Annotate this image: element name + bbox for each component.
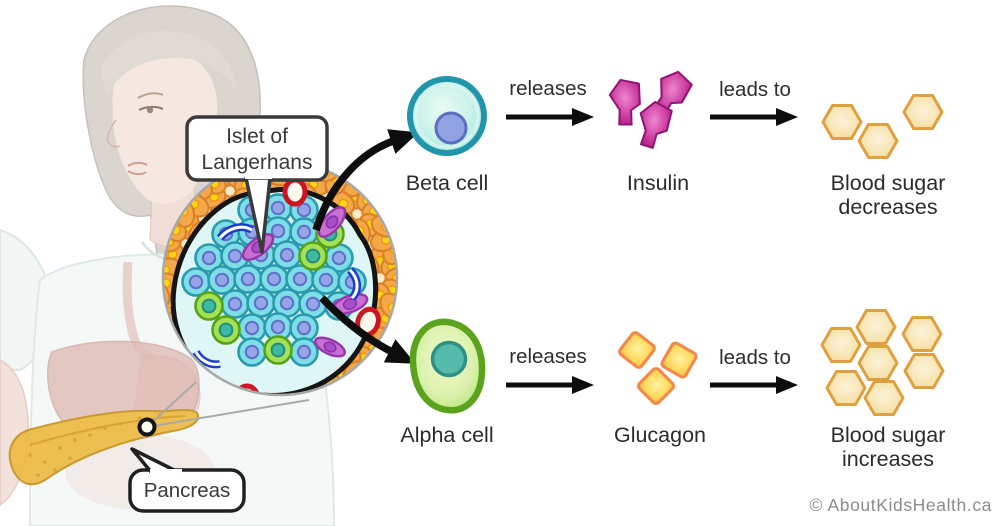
curved-arrow-to-beta-icon xyxy=(312,129,419,232)
eye xyxy=(138,105,164,111)
islet-callout-bubble xyxy=(185,115,329,254)
islet-callout-line2: Langerhans xyxy=(201,151,313,174)
islet-circle-icon xyxy=(161,159,399,397)
beta-cell-icon xyxy=(407,76,487,156)
glucose-hexagons-many xyxy=(820,309,945,416)
outcome-top-line1: Blood sugar xyxy=(830,171,946,195)
curved-arrow-to-alpha-icon xyxy=(319,295,416,364)
iris xyxy=(146,106,154,114)
releases-label-bottom: releases xyxy=(509,345,587,368)
pancreas-callout-label: Pancreas xyxy=(143,479,231,502)
releases-label-top: releases xyxy=(509,77,587,100)
hair-bangs xyxy=(100,30,236,96)
leads-to-label-bottom: leads to xyxy=(719,346,791,369)
eyebrow xyxy=(137,92,164,99)
pancreas-callout-bubble xyxy=(128,447,246,513)
alpha-cell-icon xyxy=(409,318,486,414)
alpha-cell-label: Alpha cell xyxy=(400,423,494,447)
islet-callout-line1: Islet of xyxy=(226,125,288,148)
lips xyxy=(127,161,148,176)
nose xyxy=(106,119,121,148)
glucose-hexagons-few xyxy=(821,94,944,159)
glucagon-label: Glucagon xyxy=(613,423,707,447)
islet-capillaries xyxy=(192,223,361,369)
credit-text: © AboutKidsHealth.ca xyxy=(809,495,992,515)
leads-to-label-top: leads to xyxy=(719,78,791,101)
magnifier-marker-icon xyxy=(137,417,157,437)
blood-sugar-decreases-label: Blood sugar decreases xyxy=(798,171,978,219)
beta-cell-label: Beta cell xyxy=(405,171,489,195)
pancreatic-duct xyxy=(29,415,186,446)
blood-sugar-increases-label: Blood sugar increases xyxy=(798,423,978,471)
outcome-bottom-line1: Blood sugar xyxy=(830,423,946,447)
glucagon-icon xyxy=(616,329,699,407)
outcome-top-line2: decreases xyxy=(838,195,938,219)
insulin-icon xyxy=(605,66,696,150)
magnifier-lines xyxy=(146,381,310,428)
outcome-bottom-line2: increases xyxy=(841,447,934,471)
pancreas-speckles xyxy=(28,413,162,477)
islet-callout-label: Islet of Langerhans xyxy=(187,124,327,176)
insulin-label: Insulin xyxy=(626,171,690,195)
